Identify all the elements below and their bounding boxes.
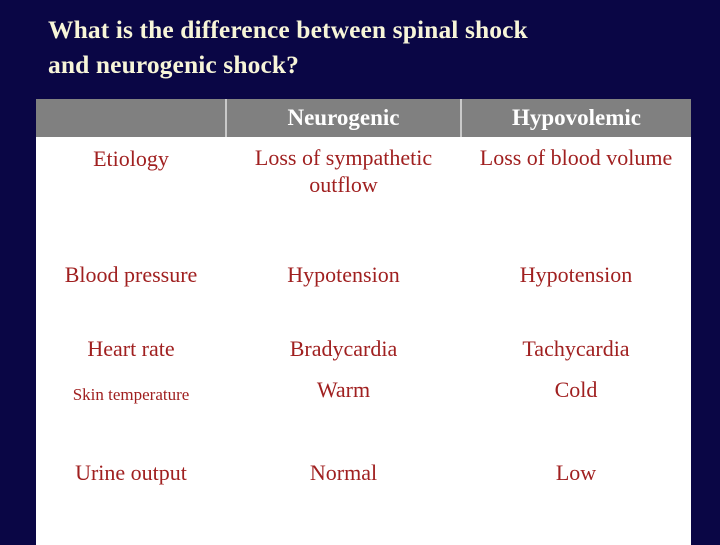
cell-heart-rate-neurogenic: Bradycardia (226, 329, 461, 373)
column-header-blank (36, 99, 226, 137)
column-header-neurogenic: Neurogenic (225, 99, 461, 137)
row-label-urine-output: Urine output (36, 453, 226, 545)
table-row: Skin temperature Warm Cold (36, 373, 691, 453)
row-label-blood-pressure: Blood pressure (36, 255, 226, 329)
table-row: Urine output Normal Low (36, 453, 691, 545)
comparison-table-container: Neurogenic Hypovolemic Etiology Loss of … (36, 99, 691, 545)
page-title-line-1: What is the difference between spinal sh… (48, 15, 528, 44)
cell-urine-output-neurogenic: Normal (226, 453, 461, 545)
cell-skin-temperature-hypovolemic: Cold (461, 373, 691, 453)
comparison-table: Neurogenic Hypovolemic Etiology Loss of … (36, 99, 691, 545)
cell-blood-pressure-neurogenic: Hypotension (226, 255, 461, 329)
cell-etiology-hypovolemic: Loss of blood volume (461, 137, 691, 255)
cell-skin-temperature-neurogenic: Warm (226, 373, 461, 453)
row-label-skin-temperature: Skin temperature (36, 373, 226, 453)
table-header: Neurogenic Hypovolemic (36, 99, 691, 137)
row-label-etiology: Etiology (36, 137, 226, 255)
table-row: Blood pressure Hypotension Hypotension (36, 255, 691, 329)
cell-blood-pressure-hypovolemic: Hypotension (461, 255, 691, 329)
page-title-line-2: and neurogenic shock? (48, 50, 300, 79)
column-header-hypovolemic: Hypovolemic (460, 99, 691, 137)
cell-etiology-neurogenic: Loss of sympathetic outflow (226, 137, 461, 255)
table-row: Etiology Loss of sympathetic outflow Los… (36, 137, 691, 255)
table-body: Etiology Loss of sympathetic outflow Los… (36, 137, 691, 545)
table-row: Heart rate Bradycardia Tachycardia (36, 329, 691, 373)
row-label-heart-rate: Heart rate (36, 329, 226, 373)
table-header-row: Neurogenic Hypovolemic (36, 99, 691, 137)
cell-heart-rate-hypovolemic: Tachycardia (461, 329, 691, 373)
cell-urine-output-hypovolemic: Low (461, 453, 691, 545)
page-title: What is the difference between spinal sh… (48, 12, 698, 82)
